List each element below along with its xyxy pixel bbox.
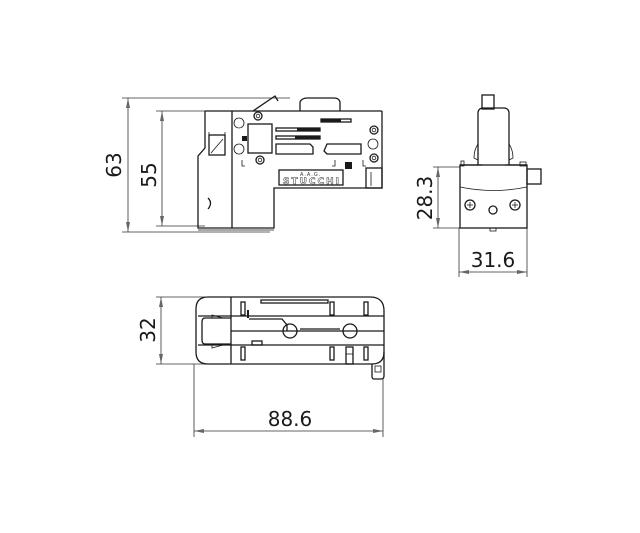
dimension-label-88-6: 88.6 [268,407,313,431]
side-body: A.A.G. STUCCHI [197,95,383,231]
top-body [195,296,385,380]
dimension-label-32: 32 [136,317,160,342]
dimension-label-63: 63 [102,152,126,177]
dimension-label-31-6: 31.6 [471,248,516,272]
dimension-31-6: 31.6 [458,228,528,277]
dimension-55: 55 [137,110,205,227]
logo-top-text: A.A.G. [300,172,321,178]
top-view: 32 88.6 [136,296,385,437]
dimension-88-6: 88.6 [193,364,384,437]
dimension-28-3: 28.3 [413,166,460,229]
side-view: 63 55 [102,95,383,233]
dimension-label-55: 55 [137,162,161,187]
dimension-label-28-3: 28.3 [413,176,437,221]
end-body [459,94,542,232]
end-view: 28.3 31.6 [413,94,542,277]
dimension-32: 32 [136,296,205,365]
dimension-63: 63 [102,97,290,233]
logo-main-text: STUCCHI [283,177,341,187]
